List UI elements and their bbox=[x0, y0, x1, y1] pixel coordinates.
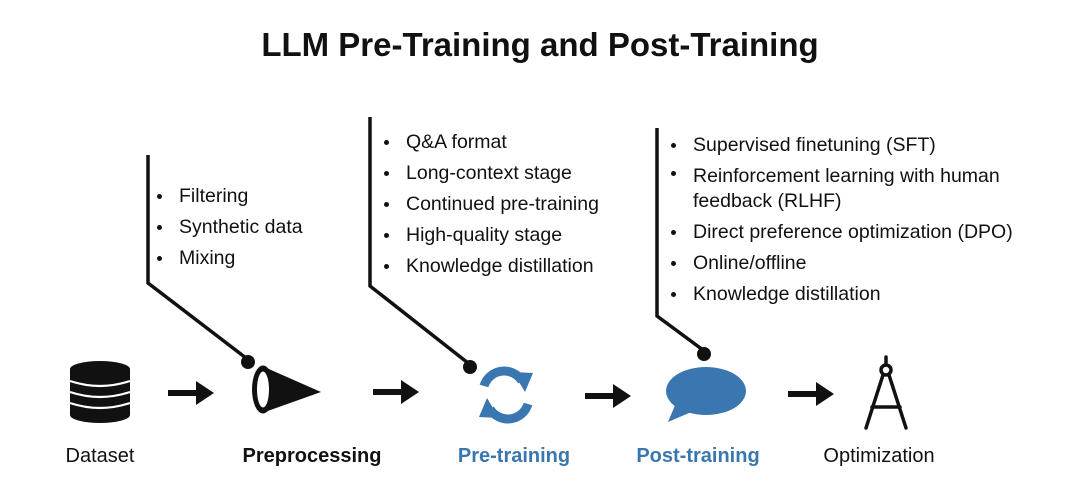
list-item: Filtering bbox=[153, 181, 303, 212]
arrow-icon bbox=[373, 380, 419, 404]
list-item: Q&A format bbox=[380, 127, 599, 158]
callout-leader-pretraining bbox=[368, 117, 477, 374]
list-item: Knowledge distillation bbox=[667, 279, 1062, 310]
drafting-compass-icon bbox=[864, 355, 908, 430]
database-icon bbox=[69, 361, 131, 423]
callout-preprocessing: Filtering Synthetic data Mixing bbox=[153, 181, 303, 274]
stage-label-posttraining: Post-training bbox=[636, 445, 760, 467]
funnel-icon bbox=[252, 365, 321, 414]
list-item: Mixing bbox=[153, 243, 303, 274]
arrow-icon bbox=[585, 384, 631, 408]
arrow-icon bbox=[168, 381, 214, 405]
list-item: Reinforcement learning with human feedba… bbox=[667, 161, 1062, 217]
list-item: Online/offline bbox=[667, 248, 1062, 279]
list-item: Direct preference optimization (DPO) bbox=[667, 217, 1062, 248]
list-item: High-quality stage bbox=[380, 220, 599, 251]
list-item: Continued pre-training bbox=[380, 189, 599, 220]
stage-label-preprocessing: Preprocessing bbox=[242, 445, 382, 467]
callout-leader-posttraining bbox=[655, 128, 711, 361]
stage-label-optimization: Optimization bbox=[823, 445, 935, 467]
callout-leader-preprocessing bbox=[146, 155, 255, 369]
diagram-title: LLM Pre-Training and Post-Training bbox=[261, 26, 819, 63]
callout-pretraining: Q&A format Long-context stage Continued … bbox=[380, 127, 599, 282]
list-item: Synthetic data bbox=[153, 212, 303, 243]
stage-label-dataset: Dataset bbox=[65, 445, 135, 467]
callout-posttraining: Supervised finetuning (SFT) Reinforcemen… bbox=[667, 130, 1062, 310]
list-item: Knowledge distillation bbox=[380, 251, 599, 282]
arrow-icon bbox=[788, 382, 834, 406]
stage-label-pretraining: Pre-training bbox=[457, 445, 571, 467]
refresh-cycle-icon bbox=[479, 366, 533, 424]
speech-bubble-icon bbox=[666, 367, 746, 422]
list-item: Supervised finetuning (SFT) bbox=[667, 130, 1062, 161]
list-item: Long-context stage bbox=[380, 158, 599, 189]
